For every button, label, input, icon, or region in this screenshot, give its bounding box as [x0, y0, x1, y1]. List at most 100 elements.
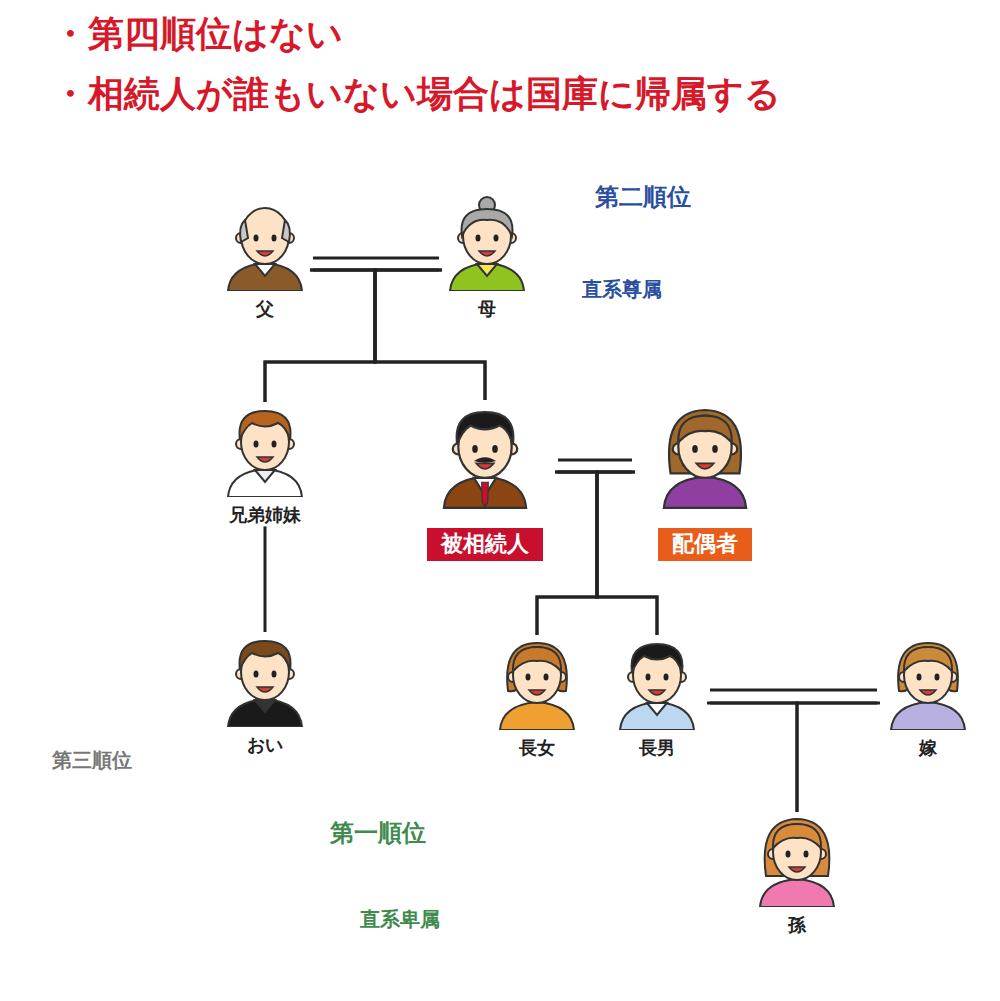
body-shape: [228, 469, 302, 497]
person-figure: 長女: [487, 635, 587, 759]
lineage-line: [555, 472, 657, 635]
collar-shape: [255, 700, 275, 712]
person-name: おい: [247, 733, 283, 756]
note-text: ・第四順位はない: [52, 13, 343, 54]
hair-fringe: [678, 416, 731, 443]
person-name: 兄弟姉妹: [229, 503, 301, 526]
text-holder: 直系尊属: [582, 278, 662, 300]
lineage-line: [537, 472, 635, 635]
rank-title: 第三順位: [52, 748, 132, 772]
person-illustration: [220, 632, 310, 727]
person-figure: 嫁: [880, 635, 976, 759]
hair-fringe: [513, 647, 561, 671]
lineage-line: [264, 526, 267, 632]
head-shape: [904, 647, 952, 703]
band-outline: [18, 376, 342, 792]
eye-shape: [712, 445, 718, 453]
eye-shape: [476, 235, 481, 242]
band-fill: [21, 378, 340, 790]
eye-shape: [646, 674, 651, 681]
marriage-line: [710, 690, 877, 703]
hair-fringe: [904, 647, 952, 671]
person-name: 孫: [788, 913, 806, 936]
eye-shape: [494, 235, 499, 242]
note-text: ・相続人が誰もいない場合は国庫に帰属する: [52, 73, 781, 114]
body-shape: [500, 702, 574, 730]
role-badge: 配偶者: [658, 528, 752, 561]
person-illustration: [435, 400, 535, 510]
head-shape: [241, 208, 289, 264]
eye-shape: [492, 445, 498, 453]
eye-shape: [254, 441, 259, 448]
person-name: 父: [256, 297, 274, 320]
marriage-line: [313, 258, 439, 270]
body-shape: [450, 263, 524, 291]
person-illustration: [752, 812, 842, 907]
collar-shape: [255, 264, 275, 276]
person-illustration: [612, 635, 702, 730]
person-illustration: [655, 400, 755, 510]
mouth-shape: [789, 867, 805, 872]
rank-title: 第一順位: [330, 819, 426, 847]
person-illustration: [220, 402, 310, 497]
rank-band: 第一順位直系卑属 長女長男孫: [298, 618, 858, 972]
text-holder: 第三順位: [52, 749, 132, 771]
person-figure: 兄弟姉妹: [215, 402, 315, 526]
hair-shape: [632, 644, 683, 673]
head-shape: [678, 416, 731, 478]
eye-shape: [804, 851, 809, 858]
lineage-line: [797, 703, 880, 812]
body-shape: [228, 699, 302, 727]
eye-shape: [272, 671, 277, 678]
body-shape: [760, 879, 834, 907]
relation-term: 直系尊属: [582, 277, 662, 301]
person-name: 母: [478, 297, 496, 320]
collar-shape: [647, 703, 667, 715]
person-figure: 配偶者: [635, 400, 775, 561]
band-fill: [192, 172, 745, 346]
role-badge: 被相続人: [427, 528, 543, 561]
body-shape: [228, 263, 302, 291]
eye-shape: [544, 674, 549, 681]
text-holder: ・相続人が誰もいない場合は国庫に帰属する: [52, 72, 781, 115]
eye-shape: [254, 671, 259, 678]
person-illustration: [492, 635, 582, 730]
mouth-shape: [529, 690, 545, 695]
band-fill: [300, 620, 854, 968]
mouth-shape: [257, 687, 273, 692]
tie-shape: [482, 482, 489, 506]
relation-term: 直系卑属: [360, 907, 440, 931]
text-holder: 第一順位: [330, 820, 426, 846]
mustache-shape: [474, 457, 496, 463]
rank-title: 第二順位: [595, 183, 691, 211]
eye-shape: [935, 674, 940, 681]
mouth-shape: [920, 690, 936, 695]
eye-shape: [272, 235, 277, 242]
underline-rule: [353, 939, 480, 942]
eye-shape: [526, 674, 531, 681]
mouth-shape: [696, 463, 714, 469]
lineage-line: [537, 472, 597, 635]
head-shape: [773, 824, 821, 880]
rank-band: 第三順位 兄弟姉妹おい: [18, 376, 342, 792]
underline-rule: [560, 315, 688, 318]
hair-shape: [240, 411, 291, 440]
text-holder: 直系卑属: [360, 908, 440, 930]
person-name: 長男: [639, 736, 675, 759]
collar-shape: [255, 470, 275, 482]
eye-shape: [664, 674, 669, 681]
collar-shape: [477, 264, 497, 276]
person-figure: 被相続人: [415, 400, 555, 561]
hair-shape: [240, 641, 291, 670]
hair-shape: [240, 220, 248, 242]
eye-shape: [472, 445, 478, 453]
person-figure: 孫: [747, 812, 847, 936]
body-shape: [620, 702, 694, 730]
hair-fringe: [773, 824, 821, 848]
mouth-shape: [479, 251, 495, 256]
eye-shape: [272, 441, 277, 448]
person-figure: 父: [220, 196, 310, 320]
eye-shape: [786, 851, 791, 858]
mouth-shape: [476, 463, 494, 469]
